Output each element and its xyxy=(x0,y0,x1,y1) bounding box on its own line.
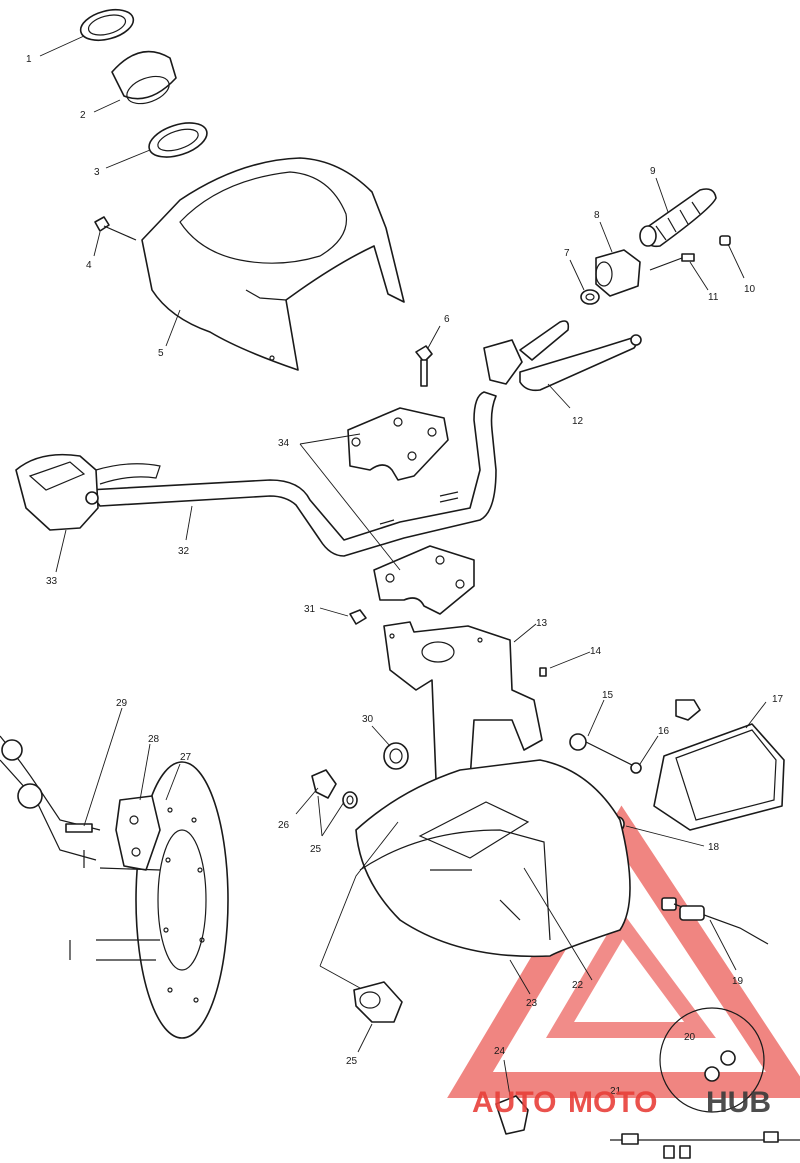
callout-1: 1 xyxy=(26,54,32,65)
callout-2: 2 xyxy=(80,110,86,121)
part-12-brake-lever xyxy=(483,320,642,392)
part-25-grommet xyxy=(342,791,358,809)
callout-6: 6 xyxy=(444,314,450,325)
callout-24: 24 xyxy=(494,1046,506,1057)
callout-22: 22 xyxy=(572,980,584,991)
part-25-lower-socket xyxy=(353,981,403,1023)
watermark-moto: MOTO xyxy=(568,1086,657,1119)
callout-20: 20 xyxy=(684,1032,696,1043)
callout-31: 31 xyxy=(304,604,316,615)
fork-leg xyxy=(0,735,161,961)
callout-34: 34 xyxy=(278,438,290,449)
callout-33: 33 xyxy=(46,576,58,587)
callout-14: 14 xyxy=(590,646,602,657)
part-23-fender xyxy=(355,759,631,958)
part-14-screw xyxy=(539,667,547,677)
callout-11: 11 xyxy=(708,292,719,303)
part-6-bolt xyxy=(415,345,433,387)
part-29-bolt xyxy=(65,823,93,833)
callout-30: 30 xyxy=(362,714,374,725)
callout-5: 5 xyxy=(158,348,164,359)
part-26-socket xyxy=(311,769,337,799)
watermark-hub: HUB xyxy=(706,1086,771,1119)
leader-lines xyxy=(39,35,767,1097)
callout-21: 21 xyxy=(610,1086,622,1097)
part-4-screw xyxy=(94,216,137,241)
callout-8: 8 xyxy=(594,210,600,221)
watermark-auto: AUTO xyxy=(472,1086,556,1119)
callout-4: 4 xyxy=(86,260,92,271)
part-24-clip xyxy=(495,1095,529,1135)
part-7-washer xyxy=(580,289,600,305)
part-11-screw xyxy=(649,253,695,271)
part-32-handlebar xyxy=(87,391,497,557)
part-8-throttle-housing xyxy=(595,249,641,297)
callout-12: 12 xyxy=(572,416,584,427)
callout-18: 18 xyxy=(708,842,720,853)
callout-25: 25 xyxy=(310,844,322,855)
part-13-bracket xyxy=(383,621,543,797)
part-9-grip xyxy=(639,188,717,248)
callout-32: 32 xyxy=(178,546,190,557)
callout-27: 27 xyxy=(180,752,192,763)
part-30-grommet xyxy=(383,742,409,770)
callout-25-lower: 25 xyxy=(346,1056,358,1067)
part-33-master-cylinder xyxy=(15,453,161,531)
callout-28: 28 xyxy=(148,734,160,745)
part-3-seal xyxy=(148,122,208,158)
part-1-ring xyxy=(79,8,135,42)
callout-15: 15 xyxy=(602,690,614,701)
callout-7: 7 xyxy=(564,248,570,259)
watermark-text: AUTO MOTO HUB xyxy=(472,1086,771,1119)
callout-29: 29 xyxy=(116,698,128,709)
callout-23: 23 xyxy=(526,998,538,1009)
part-31-nut xyxy=(349,609,367,625)
part-15-socket xyxy=(569,733,635,767)
part-5-pod-cover xyxy=(141,157,405,371)
callout-26: 26 xyxy=(278,820,290,831)
part-2-bushing xyxy=(111,50,177,105)
part-20-detail xyxy=(659,1007,765,1113)
part-34-upper-clamp xyxy=(347,407,449,481)
callout-13: 13 xyxy=(536,618,548,629)
callout-labels: 1 2 3 4 5 6 7 8 9 10 11 12 13 14 15 16 1… xyxy=(26,54,784,1097)
part-34-lower-clamp xyxy=(373,545,475,615)
part-10-end-cap xyxy=(719,235,731,246)
callout-17: 17 xyxy=(772,694,784,705)
part-19-switch xyxy=(661,897,769,945)
callout-10: 10 xyxy=(744,284,756,295)
callout-9: 9 xyxy=(650,166,656,177)
part-17-headlight xyxy=(653,699,785,831)
callout-16: 16 xyxy=(658,726,670,737)
callout-3: 3 xyxy=(94,167,100,178)
part-16-bulb xyxy=(630,762,642,774)
part-21-wiring xyxy=(610,1131,800,1159)
callout-19: 19 xyxy=(732,976,744,987)
